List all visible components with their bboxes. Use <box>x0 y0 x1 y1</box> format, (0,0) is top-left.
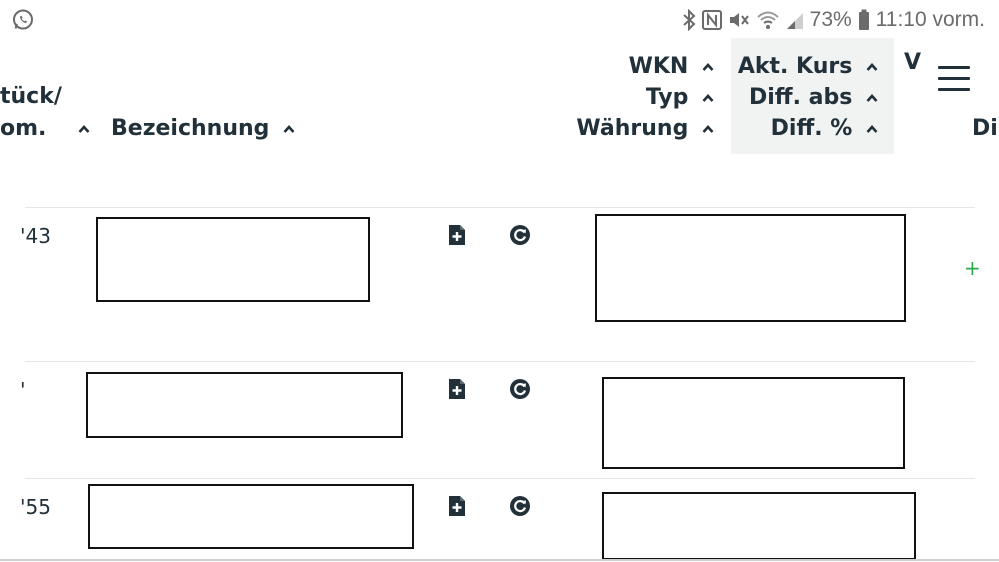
add-document-icon[interactable] <box>445 494 469 518</box>
battery-icon <box>858 8 870 32</box>
header-waehrung[interactable]: Währung <box>576 116 714 141</box>
redacted-bezeichnung <box>88 484 414 549</box>
menu-bar <box>938 88 970 91</box>
header-wkn-label: WKN <box>628 54 689 79</box>
chevron-up-icon <box>702 125 714 133</box>
signal-icon <box>786 8 804 32</box>
status-bar: 73% 11:10 vorm. <box>0 0 999 40</box>
chevron-up-icon <box>866 125 878 133</box>
chevron-up-icon <box>702 63 714 71</box>
row-stueck: '55 <box>20 495 51 519</box>
header-cut-column-right: Di <box>972 116 998 141</box>
header-waehrung-label: Währung <box>576 116 689 141</box>
header-diff-pct-label: Diff. % <box>770 116 853 141</box>
header-stueck-label: om. <box>0 116 47 141</box>
header-akt-kurs[interactable]: Akt. Kurs <box>738 54 878 79</box>
positive-diff-indicator: + <box>964 256 981 280</box>
row-divider <box>25 361 975 362</box>
bluetooth-icon <box>682 8 696 32</box>
header-bezeichnung[interactable]: Bezeichnung <box>111 116 295 141</box>
row-stueck: '43 <box>20 224 51 248</box>
redacted-bezeichnung <box>86 372 403 438</box>
menu-bar <box>938 66 970 69</box>
refresh-icon[interactable] <box>508 223 532 247</box>
menu-bar <box>938 77 970 80</box>
chevron-up-icon <box>866 63 878 71</box>
header-diff-abs-label: Diff. abs <box>748 85 853 110</box>
clock: 11:10 vorm. <box>875 8 985 31</box>
header-cut-column: V <box>904 50 922 75</box>
whatsapp-icon <box>11 8 35 32</box>
header-stueck-line1: tück/ <box>0 84 62 109</box>
wifi-icon <box>756 8 780 32</box>
refresh-icon[interactable] <box>508 377 532 401</box>
row-divider <box>25 478 975 479</box>
sorted-column-highlight <box>731 38 894 154</box>
header-bezeichnung-label: Bezeichnung <box>111 116 270 141</box>
row-stueck: ' <box>20 378 26 402</box>
chevron-up-icon <box>283 125 295 133</box>
battery-percent: 73% <box>809 8 852 31</box>
header-diff-pct[interactable]: Diff. % <box>771 116 878 141</box>
hamburger-menu-icon[interactable] <box>938 66 970 96</box>
header-akt-kurs-label: Akt. Kurs <box>737 54 853 79</box>
nfc-icon <box>701 8 722 32</box>
refresh-icon[interactable] <box>508 494 532 518</box>
redacted-kurs <box>602 492 916 560</box>
header-typ[interactable]: Typ <box>646 85 714 110</box>
redacted-kurs <box>595 214 906 322</box>
row-divider <box>25 207 975 208</box>
bottom-edge <box>0 559 999 561</box>
add-document-icon[interactable] <box>445 223 469 247</box>
redacted-bezeichnung <box>96 217 370 302</box>
add-document-icon[interactable] <box>445 377 469 401</box>
header-diff-abs[interactable]: Diff. abs <box>749 85 878 110</box>
chevron-up-icon <box>78 125 90 133</box>
header-stueck-line2[interactable]: om. <box>0 116 90 141</box>
mute-icon <box>728 8 750 32</box>
header-wkn[interactable]: WKN <box>629 54 714 79</box>
redacted-kurs <box>602 377 905 469</box>
chevron-up-icon <box>866 94 878 102</box>
header-typ-label: Typ <box>645 85 689 110</box>
chevron-up-icon <box>702 94 714 102</box>
